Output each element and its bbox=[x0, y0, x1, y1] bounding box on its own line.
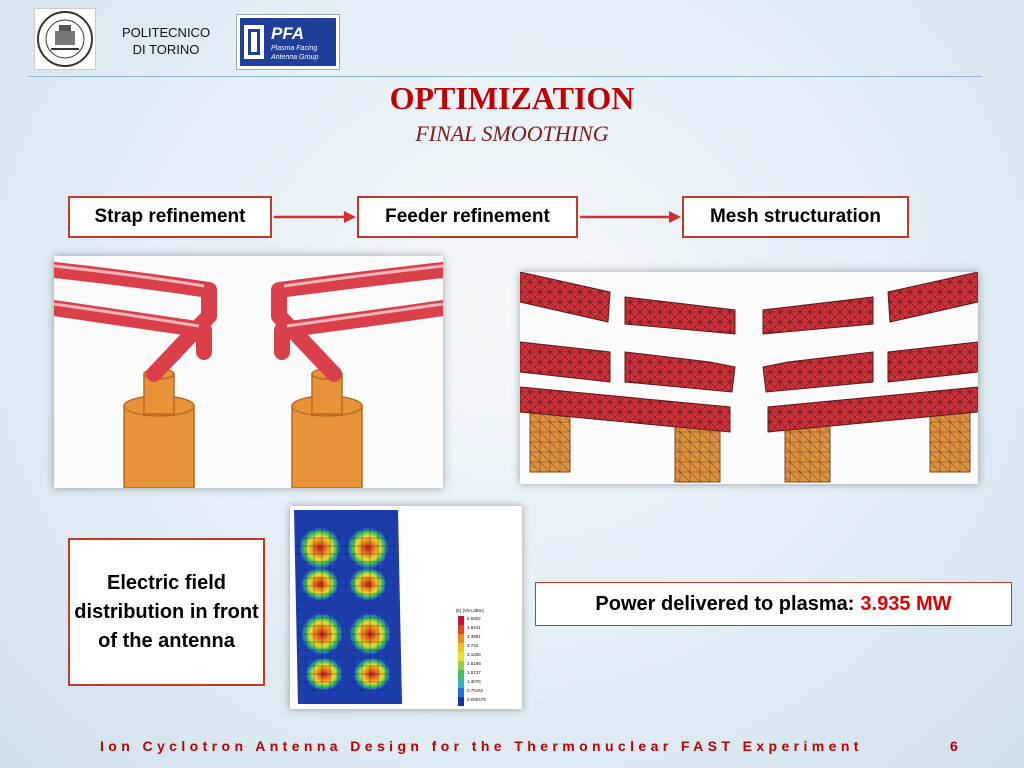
footer-title: Ion Cyclotron Antenna Design for the The… bbox=[100, 738, 863, 754]
slide-title: OPTIMIZATION bbox=[389, 80, 635, 116]
header-divider bbox=[28, 76, 982, 77]
legend-title: |E| [V/m,dBm] bbox=[456, 608, 484, 613]
legend-value: 3.1259 bbox=[467, 652, 481, 657]
field-distribution-plot: |E| [V/m,dBm] 5.5902 4.9441 4.3981 3.732… bbox=[290, 506, 522, 709]
electric-field-caption: Electric field distribution in front of … bbox=[68, 538, 265, 686]
legend-value: 4.9441 bbox=[467, 625, 481, 630]
strap-render-image bbox=[54, 256, 443, 488]
politecnico-seal-logo bbox=[34, 8, 96, 70]
university-name: POLITECNICO DI TORINO bbox=[102, 24, 230, 58]
mesh-structuration-box: Mesh structuration bbox=[682, 196, 909, 238]
legend-value: 0.70152 bbox=[467, 688, 484, 693]
legend-value: 0.095479 bbox=[467, 697, 486, 702]
legend-value: 1.3076 bbox=[467, 679, 481, 684]
power-result-box: Power delivered to plasma: 3.935 MW bbox=[535, 582, 1012, 626]
pfa-group-logo: PFA Plasma Facing Antenna Group bbox=[236, 14, 340, 70]
mesh-render-image bbox=[520, 272, 978, 484]
svg-text:PFA: PFA bbox=[271, 24, 304, 43]
arrow-right-icon bbox=[274, 211, 356, 223]
svg-text:Antenna Group: Antenna Group bbox=[270, 54, 319, 61]
university-name-line2: DI TORINO bbox=[132, 42, 200, 57]
power-value: 3.935 MW bbox=[860, 592, 952, 615]
university-name-line1: POLITECNICO bbox=[121, 25, 211, 40]
svg-text:Plasma Facing: Plasma Facing bbox=[271, 45, 317, 52]
arrow-right-icon bbox=[580, 211, 681, 223]
slide-subtitle: FINAL SMOOTHING bbox=[415, 121, 609, 146]
power-label: Power delivered to plasma: bbox=[595, 592, 855, 615]
feeder-refinement-box: Feeder refinement bbox=[357, 196, 578, 238]
legend-value: 3.732 bbox=[467, 643, 479, 648]
legend-value: 4.3981 bbox=[467, 634, 481, 639]
strap-refinement-box: Strap refinement bbox=[68, 196, 272, 238]
page-number: 6 bbox=[950, 738, 958, 754]
legend-value: 2.5198 bbox=[467, 661, 481, 666]
legend-value: 1.9137 bbox=[467, 670, 481, 675]
color-legend bbox=[458, 616, 464, 706]
legend-value: 5.5902 bbox=[467, 616, 481, 621]
